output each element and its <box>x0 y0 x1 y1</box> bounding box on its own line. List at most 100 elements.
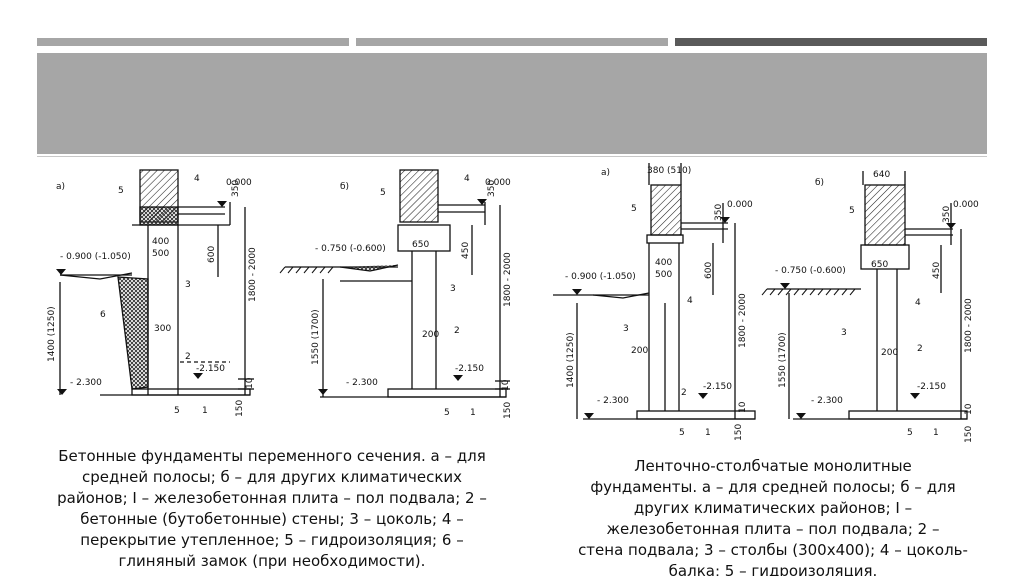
slide-title-bar <box>37 53 987 154</box>
left-caption-line: перекрытие утепленное; 5 – гидроизоляция… <box>80 531 464 549</box>
right-a-base-width: 500 <box>655 270 672 280</box>
right-a-bottom-level: - 2.300 <box>597 396 629 406</box>
right-caption-line: балка; 5 – гидроизоляция. <box>668 562 878 576</box>
left-a-height-left: 1400 (1250) <box>47 306 57 362</box>
right-a-letter: а) <box>601 168 610 178</box>
left-a-letter: а) <box>56 182 65 192</box>
right-a-wall-width: 400 <box>655 258 672 268</box>
top-bar-left <box>37 38 349 46</box>
right-b-wall-width: 650 <box>871 260 888 270</box>
right-a-h10: 10 <box>738 401 748 413</box>
left-a-h350: 350 <box>231 180 241 197</box>
left-b-label-1: 1 <box>470 408 476 418</box>
right-b-letter: б) <box>815 178 824 188</box>
right-a-w200: 200 <box>631 346 648 356</box>
right-brick-wall-a <box>650 184 682 236</box>
right-caption-line: Ленточно-столбчатые монолитные <box>634 457 912 475</box>
right-a-h600: 600 <box>704 262 714 279</box>
right-a-height-main: 1800 - 2000 <box>738 293 748 348</box>
right-b-label-5-top: 5 <box>849 206 855 216</box>
left-caption-line: средней полосы; б – для других климатиче… <box>81 468 463 486</box>
left-caption-line: глиняный замок (при необходимости). <box>118 552 426 570</box>
left-a-label-2: 2 <box>185 352 191 362</box>
left-b-ground-level: - 0.750 (-0.600) <box>315 244 386 254</box>
title-divider <box>37 156 987 157</box>
left-a-label-5-bottom: 5 <box>174 406 180 416</box>
left-b-label-3: 3 <box>450 284 456 294</box>
left-b-label-2: 2 <box>454 326 460 336</box>
left-a-ground-level: - 0.900 (-1.050) <box>60 252 131 262</box>
right-caption-line: железобетонная плита – пол подвала; 2 – <box>606 520 940 538</box>
right-a-label-4: 4 <box>687 296 693 306</box>
right-caption: Ленточно-столбчатые монолитные фундамент… <box>548 456 998 576</box>
left-a-label-5-top: 5 <box>118 186 124 196</box>
right-b-w200: 200 <box>881 348 898 358</box>
right-a-label-5-top: 5 <box>631 204 637 214</box>
clay-lock <box>117 276 149 390</box>
top-bar-middle <box>356 38 668 46</box>
right-b-h450: 450 <box>932 262 942 279</box>
left-a-height-main: 1800 - 2000 <box>248 247 258 302</box>
right-b-top-level: 0.000 <box>953 200 979 210</box>
left-a-lock-width: 300 <box>154 324 171 334</box>
right-figure: а) 380 (510) 400 500 200 0.000 - 0.900 (… <box>553 163 988 445</box>
left-caption: Бетонные фундаменты переменного сечения.… <box>22 446 522 572</box>
right-b-label-1: 1 <box>933 428 939 438</box>
right-figure-drawing: а) 380 (510) 400 500 200 0.000 - 0.900 (… <box>553 163 979 443</box>
right-b-top-width: 640 <box>873 170 890 180</box>
right-caption-line: других климатических районов; I – <box>633 499 913 517</box>
right-a-floor-level: -2.150 <box>703 382 732 392</box>
right-b-h350: 350 <box>942 206 952 223</box>
left-a-label-3: 3 <box>185 280 191 290</box>
top-bar-right <box>675 38 987 46</box>
left-a-label-6: 6 <box>100 310 106 320</box>
left-figure: а) 400 500 300 0.000 - 0.900 (-1.050) - … <box>40 167 525 429</box>
left-figure-drawing: а) 400 500 300 0.000 - 0.900 (-1.050) - … <box>47 169 513 419</box>
right-a-label-2: 2 <box>681 388 687 398</box>
right-a-label-1: 1 <box>705 428 711 438</box>
right-caption-line: фундаменты. а – для средней полосы; б – … <box>590 478 956 496</box>
right-b-ground-level: - 0.750 (-0.600) <box>775 266 846 276</box>
left-a-label-4: 4 <box>194 174 200 184</box>
left-a-top-level: 0.000 <box>226 178 252 188</box>
left-b-h350: 350 <box>487 180 497 197</box>
left-b-h150: 150 <box>503 402 513 419</box>
left-b-wall-width: 650 <box>412 240 429 250</box>
left-b-height-left: 1550 (1700) <box>311 309 321 365</box>
right-a-label-5-bottom: 5 <box>679 428 685 438</box>
left-b-w200: 200 <box>422 330 439 340</box>
right-b-label-2: 2 <box>917 344 923 354</box>
left-caption-line: Бетонные фундаменты переменного сечения.… <box>58 447 486 465</box>
left-b-letter: б) <box>340 182 349 192</box>
left-b-h10: 10 <box>501 379 511 391</box>
right-a-h150: 150 <box>734 424 744 441</box>
left-a-floor-level: -2.150 <box>196 364 225 374</box>
right-brick-wall-b <box>864 184 906 246</box>
left-a-h10: 10 <box>245 377 255 389</box>
right-a-label-3: 3 <box>623 324 629 334</box>
left-a-h600: 600 <box>207 246 217 263</box>
right-a-h350: 350 <box>714 204 724 221</box>
right-b-floor-level: -2.150 <box>917 382 946 392</box>
left-a-label-1: 1 <box>202 406 208 416</box>
right-b-bottom-level: - 2.300 <box>811 396 843 406</box>
left-caption-line: бетонные (бутобетонные) стены; 3 – цокол… <box>80 510 464 528</box>
left-b-bottom-level: - 2.300 <box>346 378 378 388</box>
right-b-h10: 10 <box>964 403 974 415</box>
left-b-label-4: 4 <box>464 174 470 184</box>
right-caption-line: стена подвала; 3 – столбы (300х400); 4 –… <box>578 541 968 559</box>
left-b-h450: 450 <box>461 242 471 259</box>
left-caption-line: районов; I – железобетонная плита – пол … <box>57 489 487 507</box>
left-a-h150: 150 <box>235 400 245 417</box>
left-b-height-main: 1800 - 2000 <box>503 252 513 307</box>
left-a-bottom-level: - 2.300 <box>70 378 102 388</box>
right-a-height-left: 1400 (1250) <box>566 332 576 388</box>
right-b-label-3: 3 <box>841 328 847 338</box>
left-a-base-width: 500 <box>152 249 169 259</box>
left-b-label-5-bottom: 5 <box>444 408 450 418</box>
brick-wall-b <box>399 169 439 223</box>
right-a-top-width: 380 (510) <box>647 166 691 176</box>
right-b-height-main: 1800 - 2000 <box>964 298 974 353</box>
left-a-wall-width: 400 <box>152 237 169 247</box>
left-b-label-5-top: 5 <box>380 188 386 198</box>
